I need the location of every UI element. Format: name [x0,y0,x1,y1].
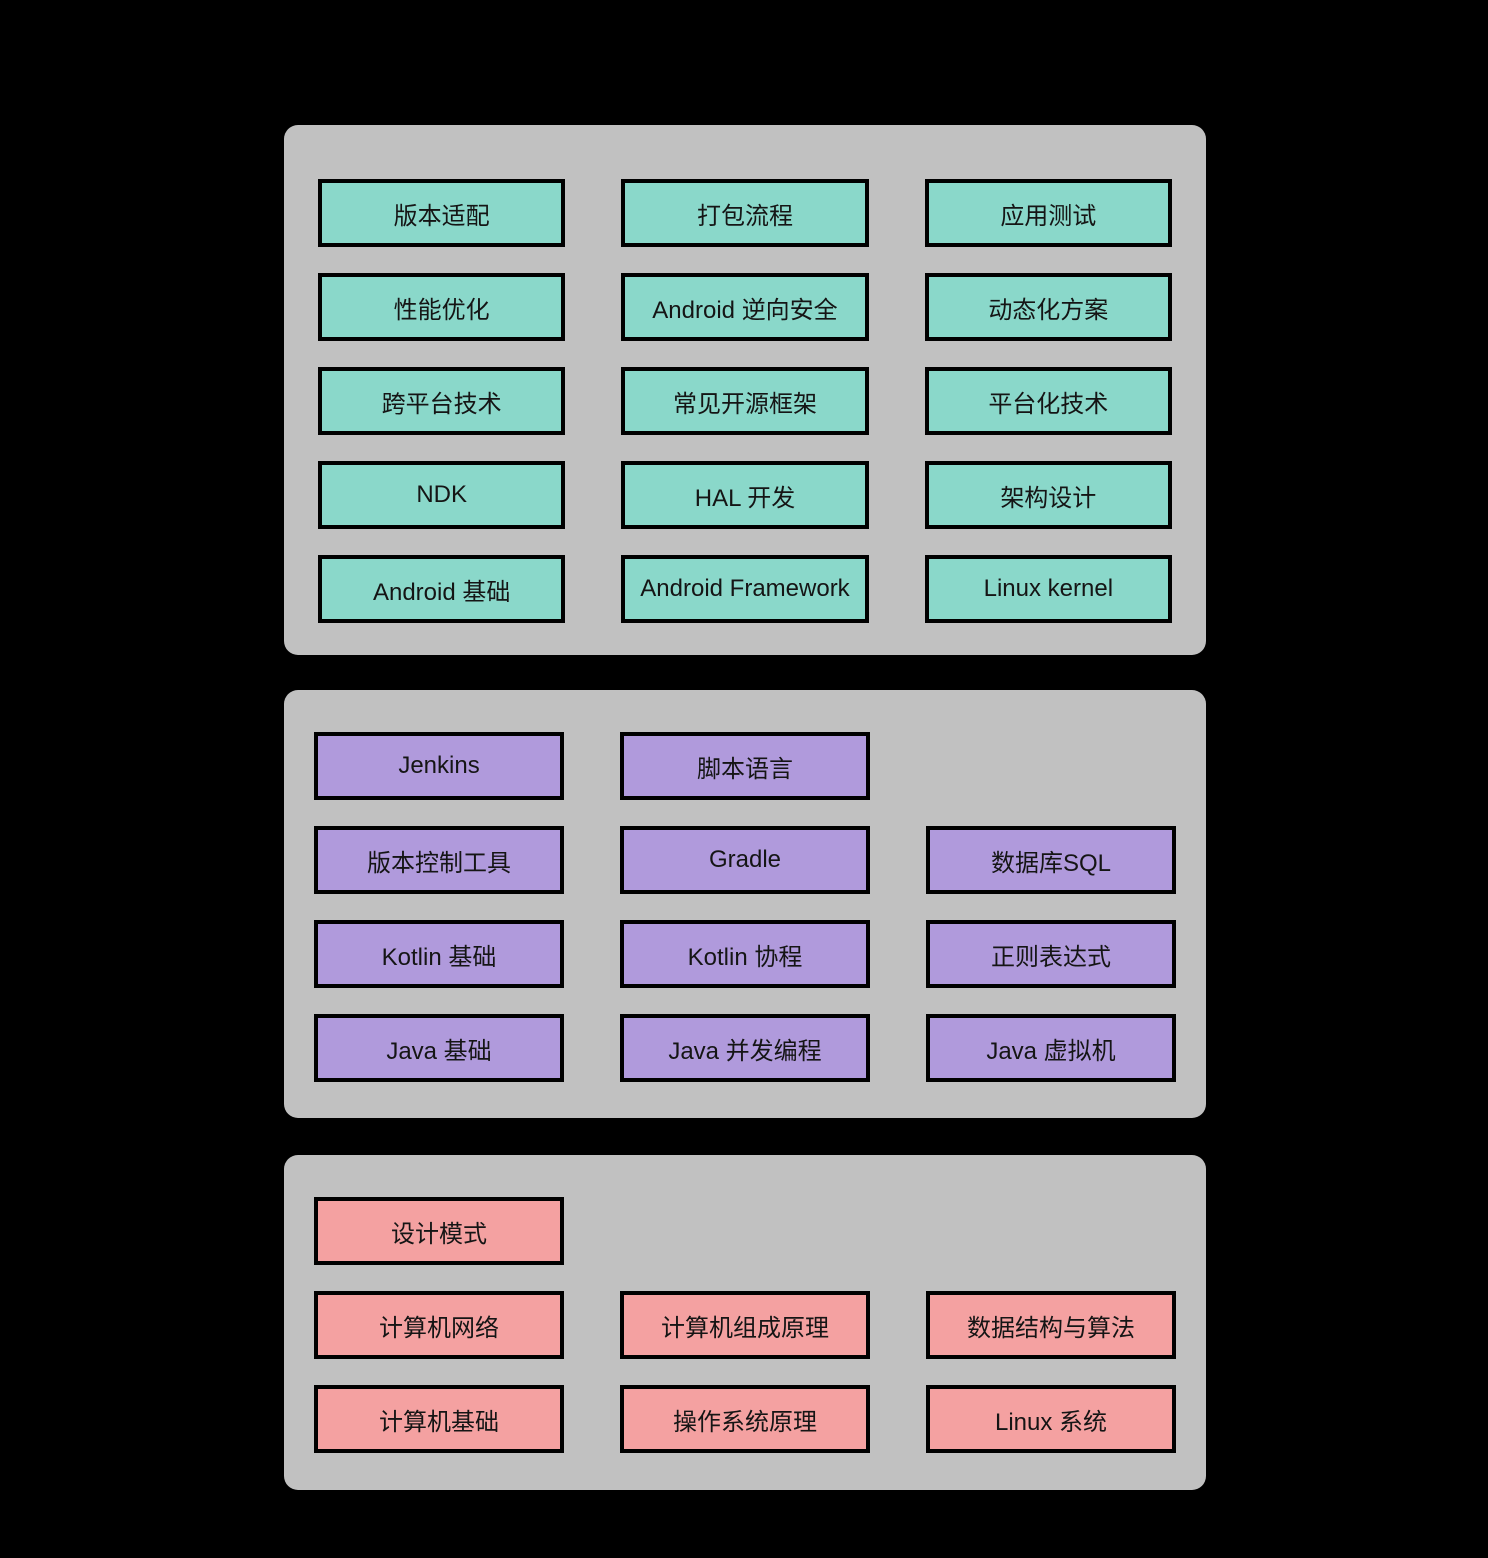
topic-box: Linux 系统 [926,1385,1176,1453]
topic-box: 数据结构与算法 [926,1291,1176,1359]
topic-box: 跨平台技术 [318,367,566,435]
topic-box: 版本控制工具 [314,826,564,894]
topic-box: Android 逆向安全 [621,273,869,341]
topic-box: 打包流程 [621,179,869,247]
topic-box: 计算机网络 [314,1291,564,1359]
topic-box: 常见开源框架 [621,367,869,435]
topic-box: 计算机基础 [314,1385,564,1453]
topic-box: Java 虚拟机 [926,1014,1176,1082]
panel-cs-foundation: 设计模式计算机网络计算机组成原理数据结构与算法计算机基础操作系统原理 Linux … [284,1155,1206,1490]
topic-box: Android 基础 [318,555,566,623]
topic-box: 架构设计 [924,461,1172,529]
topic-box: 平台化技术 [924,367,1172,435]
topic-box: Kotlin 协程 [620,920,870,988]
topic-box: 性能优化 [318,273,566,341]
topic-box: 数据库SQL [926,826,1176,894]
topic-box: 脚本语言 [620,732,870,800]
topic-box: 正则表达式 [926,920,1176,988]
topic-box: 应用测试 [924,179,1172,247]
topic-box: Kotlin 基础 [314,920,564,988]
panel-android-advanced: 版本适配打包流程应用测试性能优化 Android 逆向安全动态化方案跨平台技术常见… [284,125,1206,655]
topic-box: 版本适配 [318,179,566,247]
topic-box: Java 并发编程 [620,1014,870,1082]
topic-box: NDK [318,461,566,529]
panel-programming-languages-tools: Jenkins 脚本语言版本控制工具 Gradle 数据库SQL Kotlin 基础 Ko… [284,690,1206,1118]
empty-cell [926,732,1176,800]
topic-box: 操作系统原理 [620,1385,870,1453]
topic-box: Jenkins [314,732,564,800]
empty-cell [620,1197,870,1265]
topic-box: HAL 开发 [621,461,869,529]
topic-box: Gradle [620,826,870,894]
topic-box: 动态化方案 [924,273,1172,341]
topic-box: 设计模式 [314,1197,564,1265]
topic-box: Android Framework [621,555,869,623]
empty-cell [926,1197,1176,1265]
topic-box: Java 基础 [314,1014,564,1082]
topic-box: Linux kernel [924,555,1172,623]
topic-box: 计算机组成原理 [620,1291,870,1359]
